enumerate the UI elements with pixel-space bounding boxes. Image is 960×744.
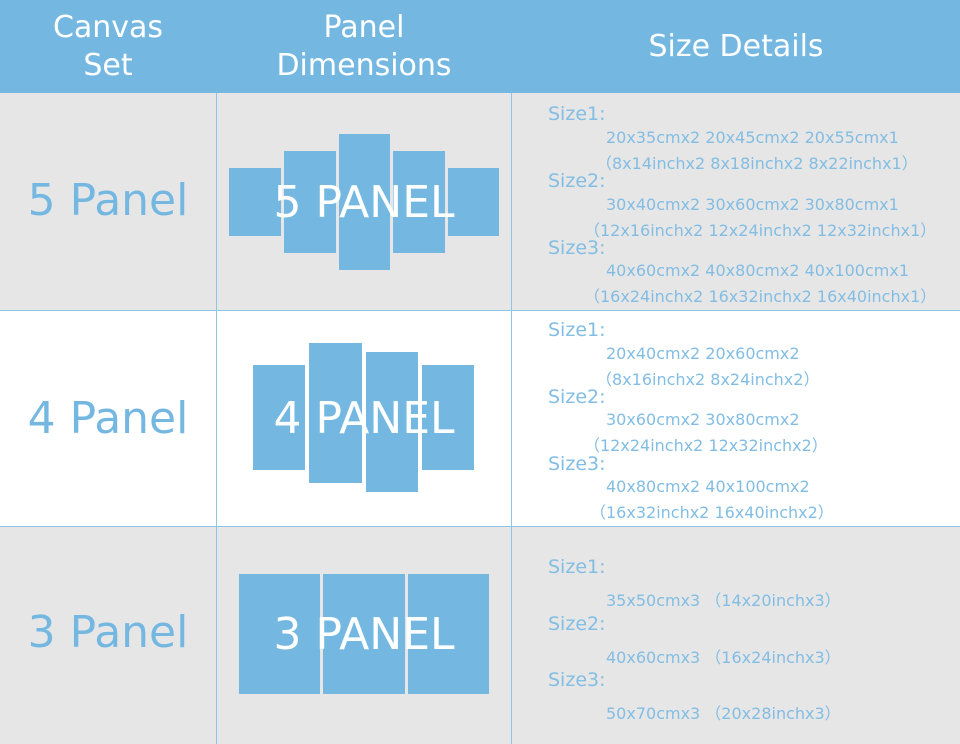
column-divider: [511, 93, 512, 744]
panel-block: [448, 168, 499, 236]
size-inch: （8x16inchx2 8x24inchx2）: [596, 370, 820, 389]
size-title: Size3:: [548, 237, 606, 259]
set-label: 3 Panel: [27, 607, 189, 658]
size-line: 50x70cmx3 （20x28inchx3）: [606, 704, 841, 723]
panel-block: [422, 365, 474, 470]
size-line: 35x50cmx3 （14x20inchx3）: [606, 591, 841, 610]
size-title: Size1:: [548, 319, 606, 341]
header-size-details: Size Details: [648, 28, 824, 64]
table-row-5-panel: 5 Panel 5 PANEL Size1: 20x35cmx2 20x45cm…: [0, 93, 960, 310]
size-details: Size1: 20x40cmx2 20x60cmx2 （8x16inchx2 8…: [512, 311, 960, 526]
size-cm: 30x40cmx2 30x60cmx2 30x80cmx1: [606, 195, 899, 214]
panel-block: [309, 343, 362, 483]
panel-block: [408, 574, 489, 694]
header-canvas-set: Canvas Set: [52, 9, 164, 83]
size-inch: （16x32inchx2 16x40inchx2）: [590, 503, 834, 522]
panel-block: [239, 574, 320, 694]
panel-block: [253, 365, 305, 470]
table-row-3-panel: 3 Panel 3 PANEL Size1: 35x50cmx3 （14x20i…: [0, 527, 960, 744]
panel-block: [284, 151, 336, 253]
panel-graphic-label: 4 PANEL: [273, 393, 455, 444]
size-title: Size1:: [548, 103, 606, 125]
set-label: 4 Panel: [27, 393, 189, 444]
size-cm: 40x80cmx2 40x100cmx2: [606, 477, 810, 496]
size-title: Size3:: [548, 669, 606, 691]
panel-block: [323, 574, 405, 694]
size-cm: 20x35cmx2 20x45cmx2 20x55cmx1: [606, 128, 899, 147]
panel-block: [229, 168, 281, 236]
size-details: Size1: 35x50cmx3 （14x20inchx3） Size2: 40…: [512, 527, 960, 744]
row-divider: [0, 526, 960, 527]
table-header: Canvas Set Panel Dimensions Size Details: [0, 0, 960, 93]
size-inch: （8x14inchx2 8x18inchx2 8x22inchx1）: [596, 154, 918, 173]
panel-block: [366, 352, 418, 492]
size-cm: 20x40cmx2 20x60cmx2: [606, 344, 800, 363]
column-divider: [216, 93, 217, 744]
size-title: Size3:: [548, 453, 606, 475]
size-inch: （16x24inchx2 16x32inchx2 16x40inchx1）: [584, 287, 937, 306]
header-panel-dimensions: Panel Dimensions: [276, 9, 452, 83]
size-details: Size1: 20x35cmx2 20x45cmx2 20x55cmx1 （8x…: [512, 93, 960, 310]
row-divider: [0, 310, 960, 311]
size-title: Size2:: [548, 613, 606, 635]
size-line: 40x60cmx3 （16x24inchx3）: [606, 648, 841, 667]
size-cm: 40x60cmx2 40x80cmx2 40x100cmx1: [606, 261, 910, 280]
panel-graphic-label: 5 PANEL: [273, 177, 455, 228]
set-label: 5 Panel: [27, 175, 189, 226]
size-cm: 30x60cmx2 30x80cmx2: [606, 410, 800, 429]
size-title: Size1:: [548, 556, 606, 578]
size-inch: （12x24inchx2 12x32inchx2）: [584, 436, 828, 455]
panel-graphic-label: 3 PANEL: [273, 609, 455, 660]
panel-block: [393, 151, 445, 253]
size-title: Size2:: [548, 386, 606, 408]
panel-block: [339, 134, 390, 270]
size-inch: （12x16inchx2 12x24inchx2 12x32inchx1）: [584, 221, 937, 240]
size-title: Size2:: [548, 170, 606, 192]
table-row-4-panel: 4 Panel 4 PANEL Size1: 20x40cmx2 20x60cm…: [0, 311, 960, 526]
